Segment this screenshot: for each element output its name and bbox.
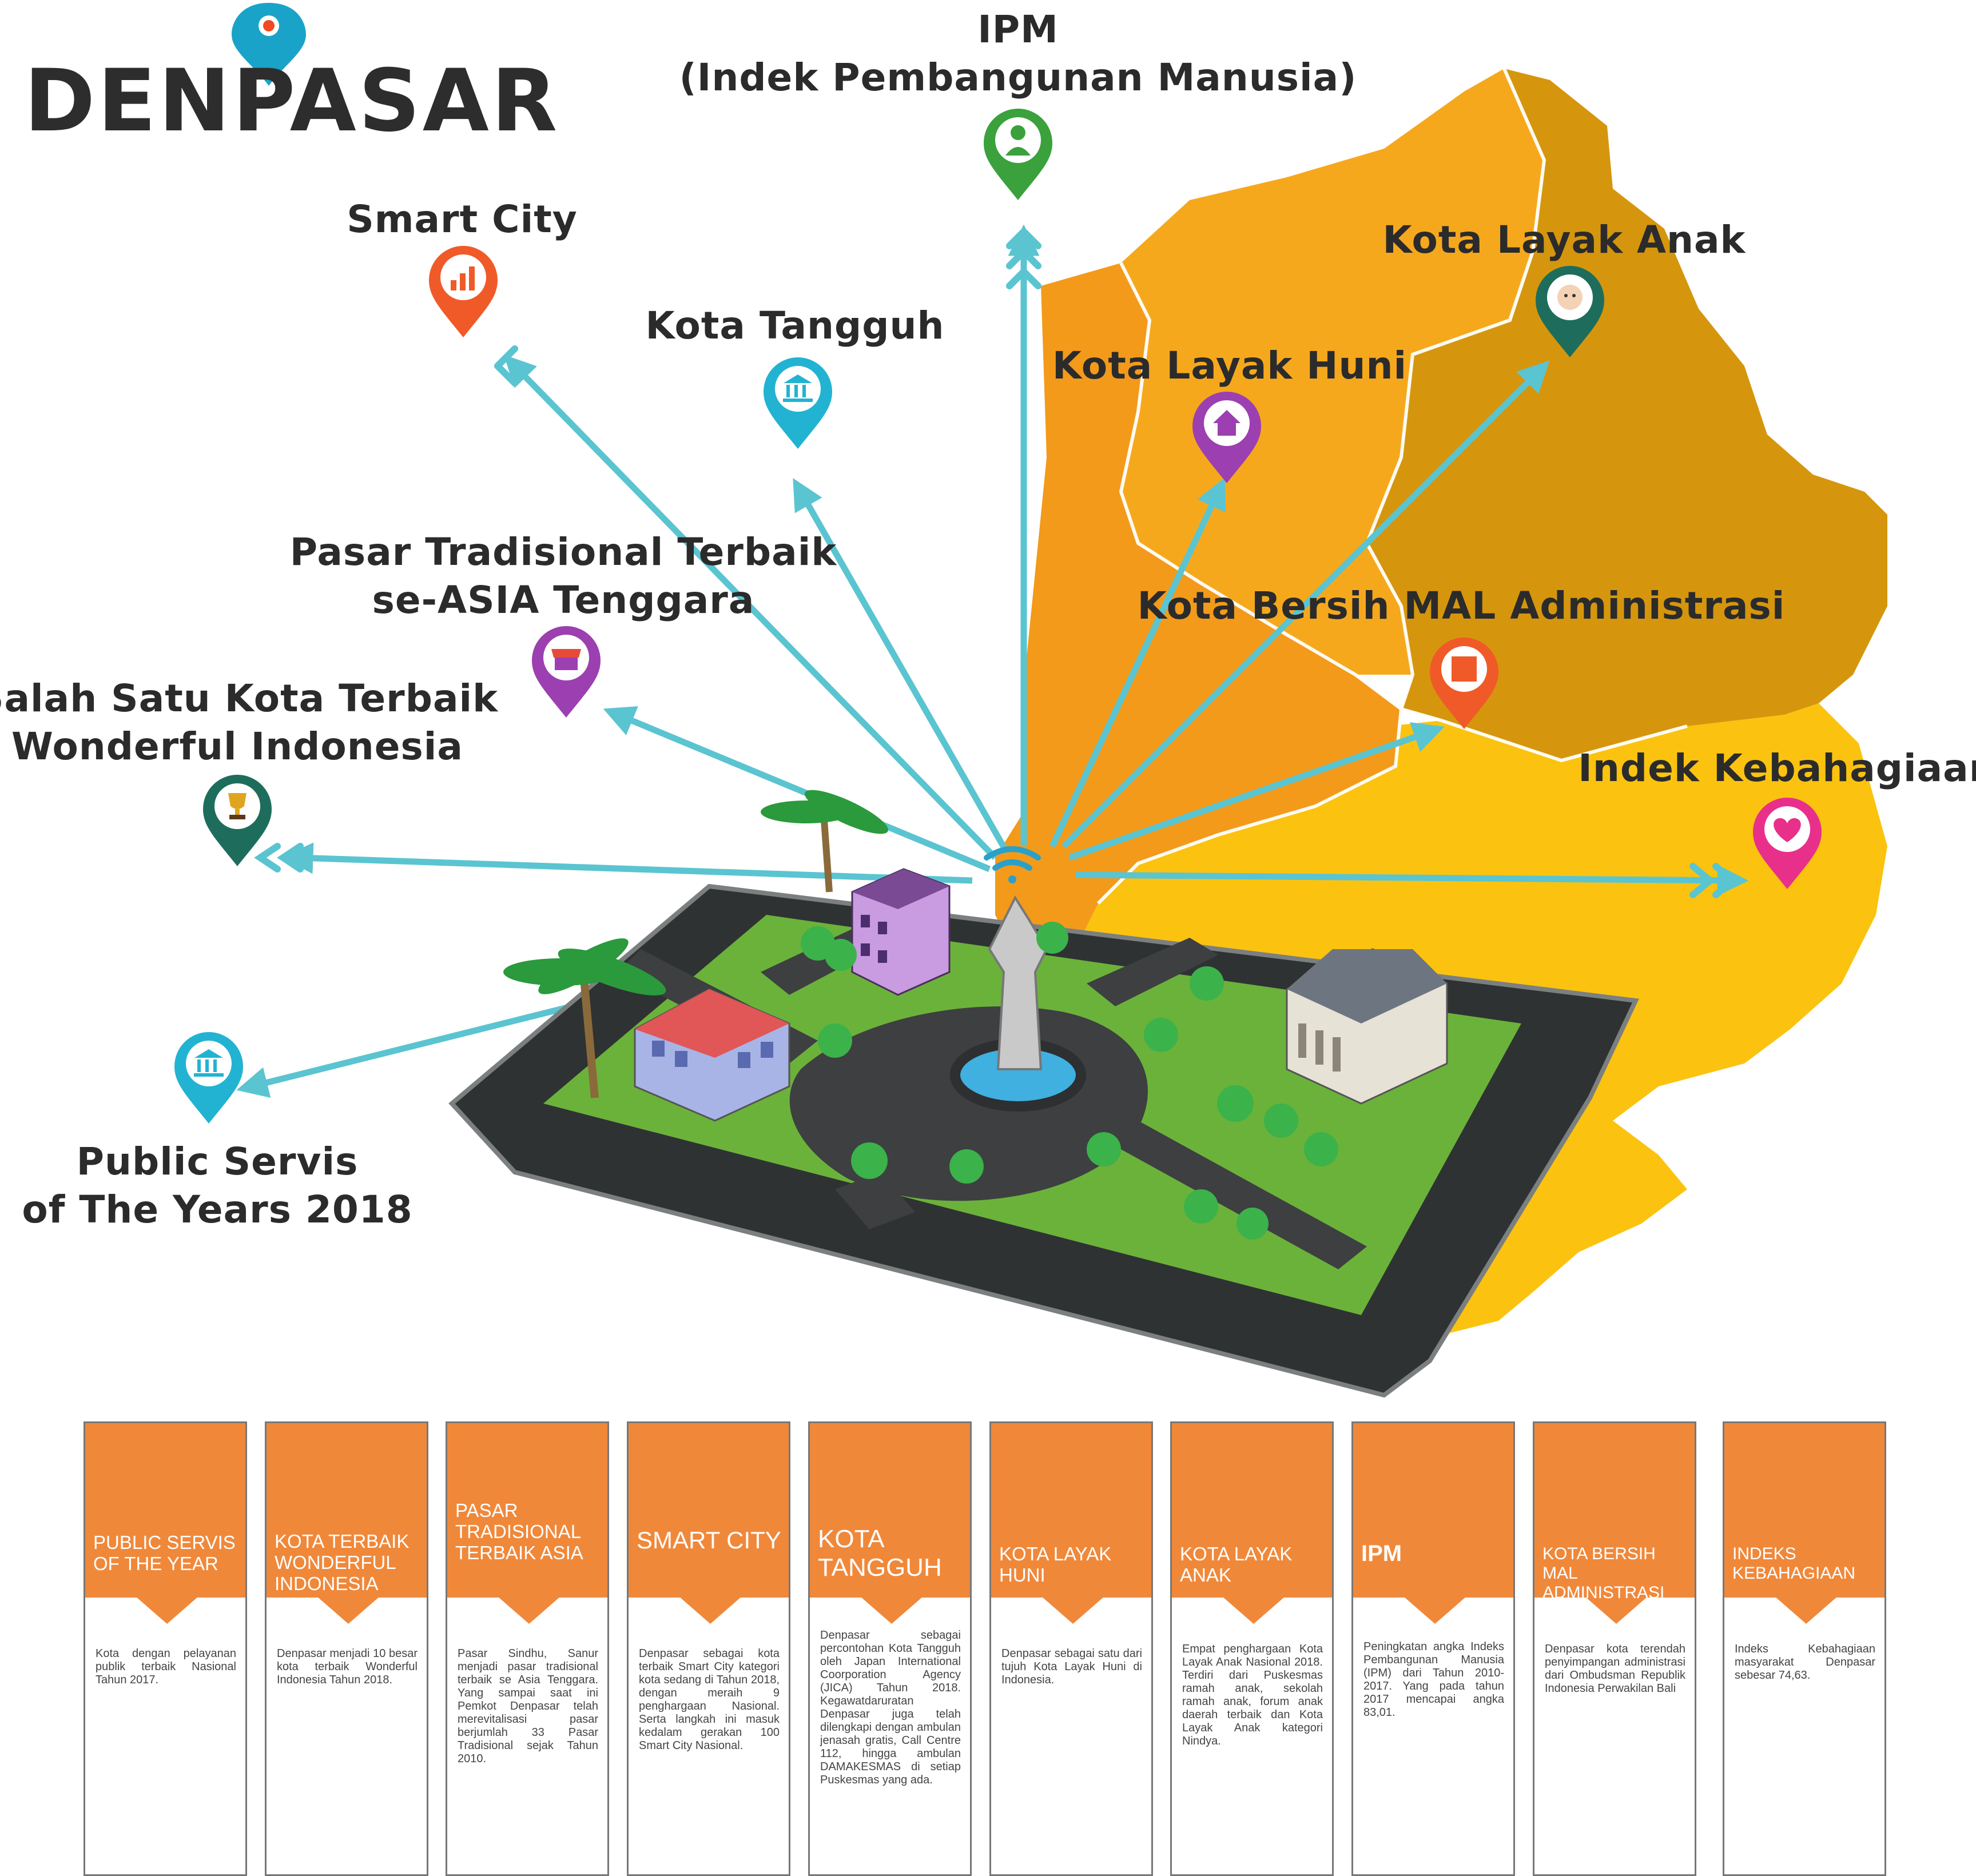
card-title: PUBLIC SERVIS OF THE YEAR [93,1532,236,1574]
road-horizontal [618,949,1367,1269]
label-smart-city: Smart City [347,197,578,241]
card-kota-tangguh: KOTA TANGGUH Denpasar sebagai percontoha… [808,1421,972,1876]
card-ipm: IPM Peningkatan angka Indeks Pembangunan… [1351,1421,1515,1876]
card-body: Denpasar sebagai satu dari tujuh Kota La… [1001,1647,1142,1686]
card-body: Pasar Sindhu, Sanur menjadi pasar tradis… [458,1647,598,1765]
card-title: KOTA TANGGUH [818,1525,942,1582]
card-body: Denpasar sebagai percontohan Kota Tanggu… [820,1629,961,1786]
pin-smart-city[interactable] [429,246,498,337]
chart-icon [451,266,475,290]
pin-wonderful[interactable] [203,775,272,866]
label-ipm: IPM(Indek Pembangunan Manusia) [679,7,1357,99]
road-vertical [761,926,1218,1229]
person-icon [1005,125,1031,156]
building-left [634,988,790,1122]
map-region-west [995,263,1401,983]
pin-pasar[interactable] [532,626,601,718]
card-body: Kota dengan pelayanan publik terbaik Nas… [96,1647,236,1686]
card-body: Peningkatan angka Indeks Pembangunan Man… [1363,1640,1504,1719]
pin-public-servis[interactable] [174,1032,243,1124]
card-title: INDEKS KEBAHAGIAAN [1732,1544,1856,1583]
palm-trees [503,790,888,1098]
tablet-city [448,790,1639,1398]
connector-arrows [236,224,1749,1098]
label-kebahagiaan: Indek Kebahagiaan [1578,746,1976,790]
building-icon [783,375,813,402]
card-pasar: PASAR TRADISIONAL TERBAIK ASIA Pasar Sin… [446,1421,609,1876]
card-title: KOTA LAYAK ANAK [1180,1543,1293,1586]
map-region-east [1367,69,1887,760]
trophy-icon [228,793,246,819]
trees [801,922,1338,1240]
card-body: Denpasar sebagai kota terbaik Smart City… [639,1647,780,1752]
pin-bersih[interactable] [1430,638,1498,729]
building-icon [194,1049,224,1077]
map-region-center [1121,69,1544,675]
card-public-servis: PUBLIC SERVIS OF THE YEAR Kota dengan pe… [84,1421,247,1876]
pin-layak-anak[interactable] [1536,266,1604,357]
building-purple [851,868,951,996]
baby-icon [1557,285,1583,310]
pin-layak-huni[interactable] [1192,392,1261,483]
label-layak-huni: Kota Layak Huni [1052,344,1408,388]
grid-icon [1452,656,1477,682]
pin-kota-tangguh[interactable] [764,357,832,449]
arrow-chevrons [254,226,1739,898]
label-bersih: Kota Bersih MAL Administrasi [1137,584,1786,628]
wifi-icon [984,846,1041,883]
card-title: KOTA BERSIH MAL ADMINISTRASI [1542,1544,1665,1602]
shop-icon [551,649,581,670]
statue [988,895,1048,1070]
pin-ipm[interactable] [984,109,1052,200]
location-pin-icon [232,3,306,86]
card-title: KOTA LAYAK HUNI [999,1543,1112,1586]
card-body: Denpasar menjadi 10 besar kota terbaik W… [277,1647,418,1686]
card-title: KOTA TERBAIK WONDERFUL INDONESIA [275,1531,409,1594]
building-museum [1286,948,1448,1105]
heart-icon [1774,818,1801,842]
card-title: IPM [1361,1541,1402,1566]
pin-kebahagiaan[interactable] [1753,798,1822,889]
card-title: PASAR TRADISIONAL TERBAIK ASIA [455,1500,583,1563]
label-layak-anak: Kota Layak Anak [1382,218,1746,262]
card-layak-huni: KOTA LAYAK HUNI Denpasar sebagai satu da… [989,1421,1153,1876]
house-icon [1213,410,1241,436]
brand-title: DENPASAR [24,51,560,151]
card-body: Indeks Kebahagiaan masyarakat Denpasar s… [1735,1643,1875,1682]
label-kota-tangguh: Kota Tangguh [645,304,945,348]
card-title: SMART CITY [637,1527,781,1554]
card-smart-city: SMART CITY Denpasar sebagai kota terbaik… [627,1421,790,1876]
card-bersih: KOTA BERSIH MAL ADMINISTRASI Denpasar ko… [1533,1421,1696,1876]
card-layak-anak: KOTA LAYAK ANAK Empat penghargaan Kota L… [1170,1421,1334,1876]
card-body: Empat penghargaan Kota Layak Anak Nasion… [1182,1643,1323,1747]
card-body: Denpasar kota terendah penyimpangan admi… [1545,1643,1685,1695]
card-kebahagiaan: INDEKS KEBAHAGIAAN Indeks Kebahagiaan ma… [1723,1421,1886,1876]
card-wonderful: KOTA TERBAIK WONDERFUL INDONESIA Denpasa… [265,1421,428,1876]
